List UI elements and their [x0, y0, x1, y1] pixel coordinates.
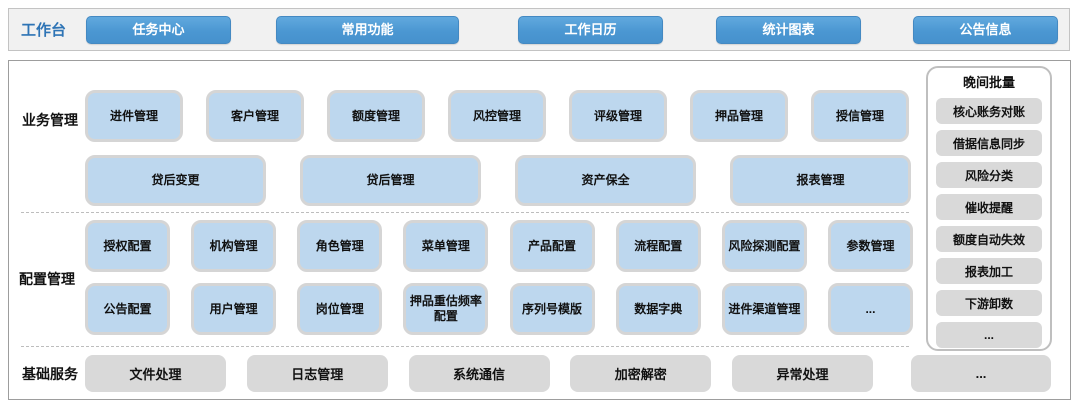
- batch-box-loan-info-sync: 借据信息同步: [936, 130, 1042, 156]
- module-box-serial-template: 序列号模版: [509, 283, 595, 335]
- batch-box-more: ...: [936, 322, 1042, 348]
- module-box-asset-preservation: 资产保全: [515, 155, 696, 206]
- module-box-customer-mgmt: 客户管理: [206, 90, 304, 142]
- business-row-2: 贷后变更 贷后管理 资产保全 报表管理: [85, 155, 911, 206]
- service-box-exception-handling: 异常处理: [732, 355, 873, 392]
- workbench-button-announcements: 公告信息: [913, 16, 1058, 44]
- section-label-business: 业务管理: [22, 112, 78, 128]
- service-box-more: ...: [911, 355, 1051, 392]
- service-box-file-processing: 文件处理: [85, 355, 226, 392]
- business-row-1: 进件管理 客户管理 额度管理 风控管理 评级管理 押品管理 授信管理: [85, 90, 909, 142]
- workbench-button-task-center: 任务中心: [86, 16, 231, 44]
- module-box-data-dict: 数据字典: [615, 283, 701, 335]
- module-box-intake-mgmt: 进件管理: [85, 90, 183, 142]
- module-box-intake-channel-mgmt: 进件渠道管理: [721, 283, 807, 335]
- workbench-button-common-functions: 常用功能: [276, 16, 459, 44]
- service-box-log-mgmt: 日志管理: [246, 355, 388, 392]
- module-box-rating-mgmt: 评级管理: [569, 90, 667, 142]
- module-box-product-config: 产品配置: [509, 220, 595, 272]
- module-box-param-mgmt: 参数管理: [827, 220, 913, 272]
- module-box-collateral-revalue-freq-config: 押品重估频率配置: [403, 283, 489, 335]
- workbench-bar: 工作台 任务中心 常用功能 工作日历 统计图表 公告信息: [8, 8, 1070, 51]
- module-box-risk-control-mgmt: 风控管理: [448, 90, 546, 142]
- batch-box-report-processing: 报表加工: [936, 258, 1042, 284]
- workbench-label: 工作台: [21, 22, 67, 39]
- config-row-2: 公告配置 用户管理 岗位管理 押品重估频率配置 序列号模版 数据字典 进件渠道管…: [85, 283, 913, 335]
- section-label-base: 基础服务: [22, 366, 78, 382]
- divider-config-base: [21, 346, 909, 347]
- module-box-post-mgmt: 岗位管理: [297, 283, 383, 335]
- module-box-postloan-change: 贷后变更: [85, 155, 266, 206]
- workbench-button-work-calendar: 工作日历: [518, 16, 663, 44]
- base-services-row: 文件处理 日志管理 系统通信 加密解密 异常处理: [85, 355, 873, 392]
- module-box-org-mgmt: 机构管理: [191, 220, 277, 272]
- module-box-postloan-mgmt: 贷后管理: [300, 155, 481, 206]
- module-box-quota-mgmt: 额度管理: [327, 90, 425, 142]
- night-batch-title: 晚间批量: [962, 75, 1015, 90]
- batch-box-risk-classification: 风险分类: [936, 162, 1042, 188]
- divider-business-config: [21, 212, 909, 213]
- batch-box-core-account-recon: 核心账务对账: [936, 98, 1042, 124]
- workbench-button-statistics-charts: 统计图表: [716, 16, 861, 44]
- service-box-encrypt-decrypt: 加密解密: [570, 355, 712, 392]
- module-box-credit-mgmt: 授信管理: [811, 90, 909, 142]
- batch-box-collection-reminder: 催收提醒: [936, 194, 1042, 220]
- module-box-report-mgmt: 报表管理: [730, 155, 911, 206]
- config-row-1: 授权配置 机构管理 角色管理 菜单管理 产品配置 流程配置 风险探测配置 参数管…: [85, 220, 913, 272]
- module-box-risk-detect-config: 风险探测配置: [721, 220, 807, 272]
- module-box-announce-config: 公告配置: [85, 283, 170, 335]
- main-panel: 业务管理 配置管理 基础服务 进件管理 客户管理 额度管理 风控管理 评级管理 …: [8, 60, 1071, 400]
- module-box-collateral-mgmt: 押品管理: [690, 90, 788, 142]
- module-box-role-mgmt: 角色管理: [297, 220, 383, 272]
- night-batch-panel: 晚间批量 核心账务对账 借据信息同步 风险分类 催收提醒 额度自动失效 报表加工…: [926, 66, 1052, 351]
- batch-box-downstream-unload: 下游卸数: [936, 290, 1042, 316]
- batch-box-quota-auto-expire: 额度自动失效: [936, 226, 1042, 252]
- service-box-system-comm: 系统通信: [408, 355, 550, 392]
- module-box-menu-mgmt: 菜单管理: [403, 220, 489, 272]
- module-box-process-config: 流程配置: [615, 220, 701, 272]
- section-label-config: 配置管理: [19, 271, 75, 287]
- module-box-auth-config: 授权配置: [85, 220, 170, 272]
- module-box-config-more: ...: [827, 283, 913, 335]
- module-box-user-mgmt: 用户管理: [191, 283, 277, 335]
